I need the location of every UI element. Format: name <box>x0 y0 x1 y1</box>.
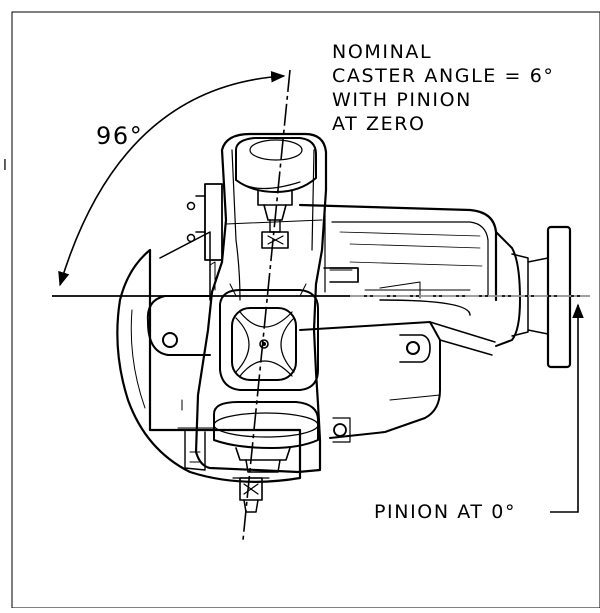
axle-assembly <box>116 132 572 513</box>
margin-mark: l <box>3 158 9 174</box>
angle-label: 96° <box>96 122 143 150</box>
caster-note-line4: AT ZERO <box>332 113 426 135</box>
angle-arc <box>58 71 286 287</box>
caster-note: NOMINAL CASTER ANGLE = 6° WITH PINION AT… <box>332 41 555 135</box>
upper-ball-joint <box>235 137 317 193</box>
pinion-leader <box>550 303 584 513</box>
lower-bracket <box>299 321 441 439</box>
knuckle-bore <box>219 289 319 391</box>
axle-tube <box>146 295 211 356</box>
caster-note-line2: CASTER ANGLE = 6° <box>332 65 555 87</box>
pinion-label: PINION AT 0° <box>374 501 516 523</box>
upper-left-bracket <box>204 183 223 261</box>
yoke-flange <box>546 225 572 369</box>
caster-note-line3: WITH PINION <box>332 89 472 111</box>
pinion-nose <box>495 231 521 347</box>
caster-note-line1: NOMINAL <box>332 41 432 63</box>
lower-ball-joint <box>213 401 319 449</box>
